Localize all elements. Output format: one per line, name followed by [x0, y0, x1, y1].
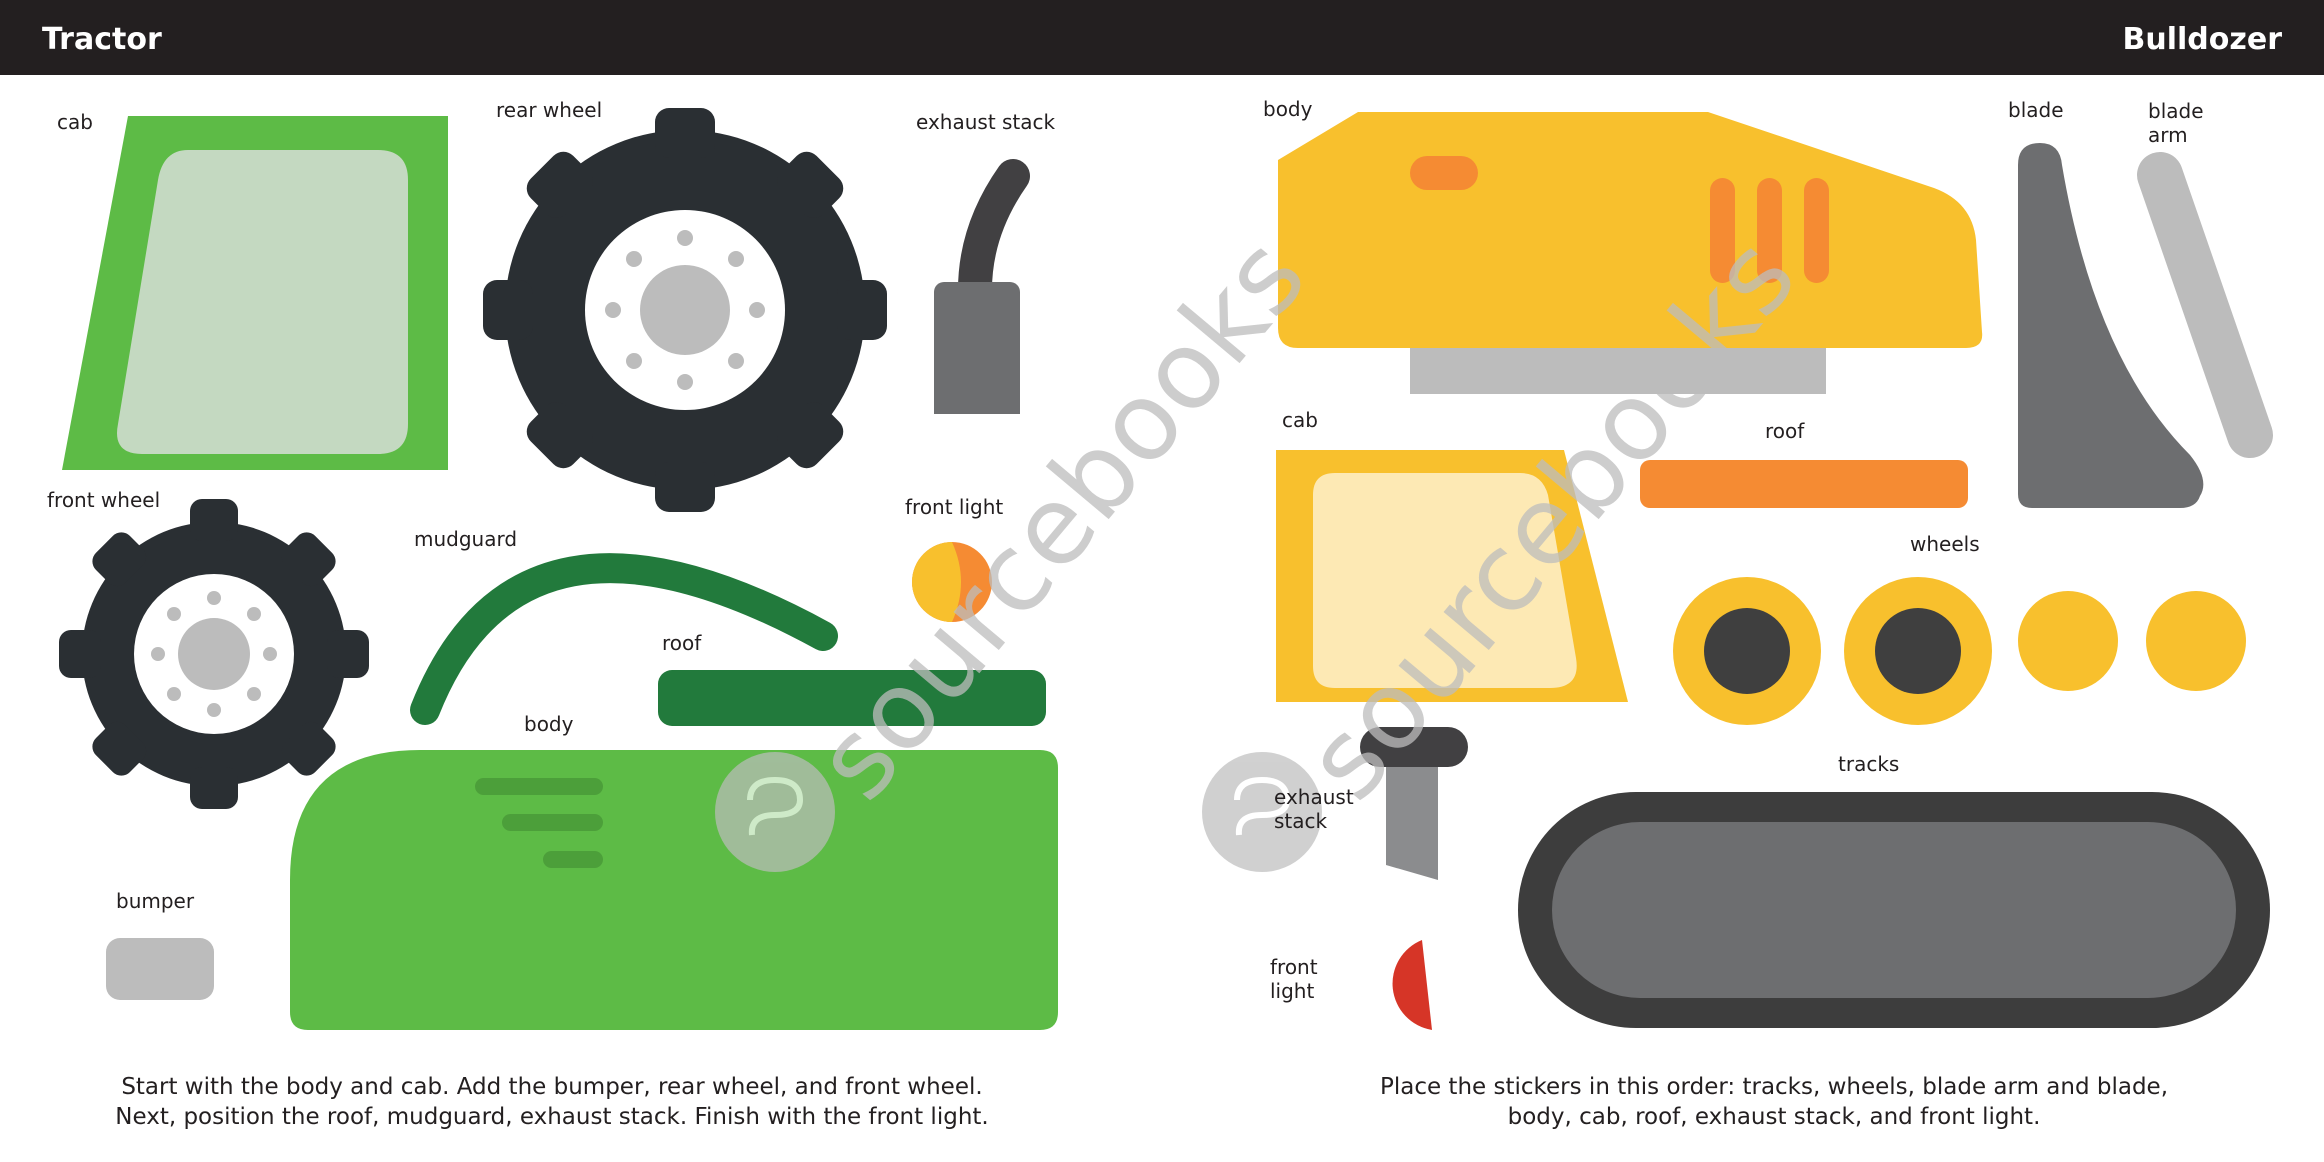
bulldozer-label-tracks: tracks — [1838, 752, 1900, 776]
tractor-cab-sticker[interactable] — [62, 116, 448, 470]
bulldozer-tracks-sticker[interactable] — [1518, 792, 2270, 1028]
tractor-front-wheel-sticker[interactable] — [59, 499, 369, 809]
tractor-label-rear-wheel: rear wheel — [496, 98, 603, 122]
bulldozer-instructions: Place the stickers in this order: tracks… — [1274, 1072, 2274, 1132]
bulldozer-body-sticker[interactable] — [1278, 112, 1983, 394]
bulldozer-label-cab: cab — [1282, 408, 1318, 432]
tractor-exhaust-stack-sticker[interactable] — [934, 159, 1030, 414]
bulldozer-label-exhaust-stack-line2: stack — [1274, 809, 1328, 833]
tractor-label-mudguard: mudguard — [414, 527, 518, 551]
bulldozer-label-front-light-line2: light — [1270, 979, 1315, 1003]
bulldozer-label-body: body — [1263, 97, 1313, 121]
tractor-front-light-sticker[interactable] — [912, 542, 992, 622]
tractor-label-cab: cab — [57, 110, 93, 134]
tractor-instructions-line2: Next, position the roof, mudguard, exhau… — [115, 1104, 989, 1130]
tractor-bumper-sticker[interactable] — [106, 938, 214, 1000]
tractor-label-front-light: front light — [905, 495, 1004, 519]
bulldozer-label-blade-arm-line2: arm — [2148, 123, 2188, 147]
tractor-body-sticker[interactable] — [290, 750, 1058, 1030]
tractor-label-roof: roof — [662, 631, 702, 655]
tractor-mudguard-sticker[interactable] — [410, 553, 838, 725]
tractor-label-exhaust-stack: exhaust stack — [916, 110, 1056, 134]
sourcebooks-logo-left — [715, 752, 835, 872]
page-header: Tractor Bulldozer — [0, 0, 2324, 75]
bulldozer-roof-sticker[interactable] — [1640, 460, 1968, 508]
bulldozer-label-roof: roof — [1765, 419, 1805, 443]
bulldozer-label-blade-arm-line1: blade — [2148, 99, 2204, 123]
bulldozer-blade-arm-sticker[interactable] — [2137, 152, 2273, 458]
bulldozer-label-exhaust-stack-line1: exhaust — [1274, 785, 1354, 809]
tractor-page-title: Tractor — [42, 22, 162, 57]
bulldozer-front-light-sticker[interactable] — [1392, 940, 1432, 1030]
tractor-instructions: Start with the body and cab. Add the bum… — [52, 1072, 1052, 1132]
bulldozer-label-front-light-line1: front — [1270, 955, 1318, 979]
tractor-instructions-line1: Start with the body and cab. Add the bum… — [121, 1074, 983, 1100]
tractor-label-front-wheel: front wheel — [47, 488, 161, 512]
bulldozer-wheels-sticker[interactable] — [1673, 577, 2246, 725]
bulldozer-page-title: Bulldozer — [2122, 22, 2282, 57]
bulldozer-instructions-line1: Place the stickers in this order: tracks… — [1379, 1074, 2169, 1100]
bulldozer-blade-sticker[interactable] — [2018, 143, 2204, 508]
tractor-rear-wheel-sticker[interactable] — [483, 108, 887, 512]
tractor-label-bumper: bumper — [116, 889, 195, 913]
bulldozer-exhaust-stack-sticker[interactable] — [1360, 727, 1468, 880]
bulldozer-instructions-line2: body, cab, roof, exhaust stack, and fron… — [1507, 1104, 2041, 1130]
sourcebooks-logo-right — [1202, 752, 1322, 872]
bulldozer-label-wheels: wheels — [1910, 532, 1980, 556]
bulldozer-label-blade: blade — [2008, 98, 2064, 122]
bulldozer-cab-sticker[interactable] — [1276, 450, 1628, 702]
tractor-roof-sticker[interactable] — [658, 670, 1046, 726]
tractor-label-body: body — [524, 712, 574, 736]
